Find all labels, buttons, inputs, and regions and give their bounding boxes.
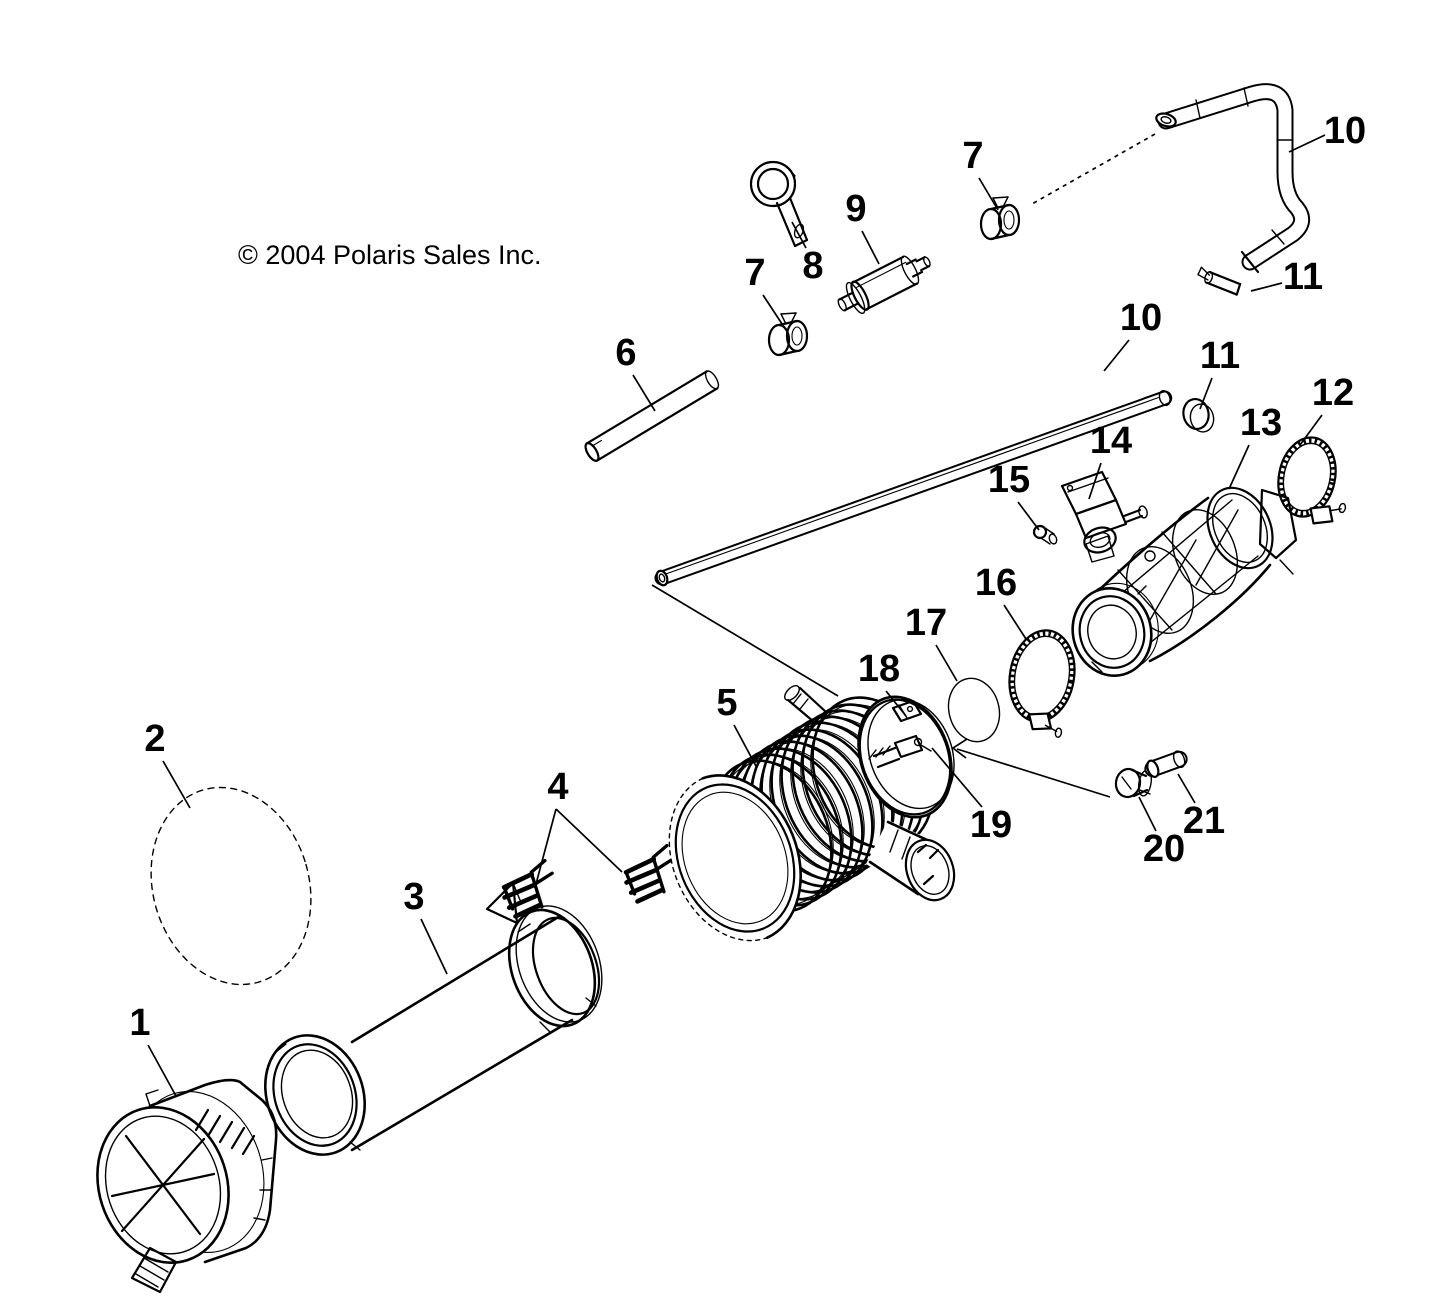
callout-7: 7 [744, 252, 765, 294]
part-15-screw [1032, 524, 1058, 545]
drawing-layer [96, 83, 1347, 1294]
part-13-intake-duct [1071, 486, 1298, 677]
leader-line-10 [1103, 339, 1130, 372]
part-10-formed-hose [1155, 83, 1311, 274]
leader-line-20 [1138, 796, 1157, 832]
part-5-airbox [668, 685, 956, 942]
leader-line-5 [733, 724, 758, 769]
leader-line-7 [978, 177, 999, 211]
leader-line-15 [1017, 501, 1040, 531]
part-11-elbow-piece [1197, 266, 1242, 296]
assembly-leader-tube-to-airbox [651, 584, 839, 697]
leader-line-18 [885, 690, 907, 717]
part-20-cap [1114, 767, 1153, 799]
callout-14: 14 [1090, 420, 1132, 462]
callout-21: 21 [1183, 800, 1225, 842]
callout-19: 19 [970, 804, 1012, 846]
part-3-intake-tube [264, 905, 603, 1156]
leader-line-19 [931, 747, 983, 808]
callout-4: 4 [547, 766, 568, 808]
callout-20: 20 [1143, 828, 1185, 870]
part-2-filter-element-outline [150, 786, 312, 986]
part-6-breather-tube [584, 370, 720, 462]
part-17-gasket-disc [947, 677, 1001, 743]
part-14-sensor [1060, 470, 1148, 563]
part-19-barb-fitting [868, 734, 932, 769]
cover-drain-spout [130, 1246, 178, 1294]
callout-2: 2 [144, 718, 165, 760]
callout-11: 11 [1283, 256, 1323, 298]
part-10-long-vent-tube [654, 390, 1173, 587]
leader-line-16 [1003, 604, 1027, 640]
callout-13: 13 [1240, 402, 1282, 444]
leader-line-12 [1299, 414, 1323, 446]
part-16-hose-clamp [1008, 629, 1076, 738]
callout-3: 3 [403, 876, 424, 918]
callout-1: 1 [129, 1002, 150, 1044]
callout-8: 8 [802, 245, 823, 287]
callout-17: 17 [905, 602, 947, 644]
callout-15: 15 [988, 459, 1030, 501]
leader-line-2 [162, 760, 191, 809]
leader-line-4 [535, 808, 557, 885]
assembly-leader-hose-to-clamp [1031, 133, 1156, 205]
leader-line-11 [1199, 377, 1213, 410]
leader-line-21 [1177, 773, 1196, 804]
leader-line-9 [861, 230, 880, 265]
callout-5: 5 [716, 682, 737, 724]
callout-16: 16 [975, 562, 1017, 604]
part-7-pinch-clamp-lower [767, 312, 809, 357]
leader-line-8 [791, 221, 807, 249]
callout-10: 10 [1120, 297, 1162, 339]
callout-12: 12 [1312, 372, 1354, 414]
leader-line-11 [1250, 282, 1283, 292]
leader-line-3 [420, 918, 448, 975]
cover-vent-slots [194, 1108, 256, 1156]
assembly-leader-fitting [956, 748, 1111, 798]
leader-line-6 [632, 374, 656, 412]
part-4-spring-clamp-right [623, 843, 676, 904]
leader-line-4 [555, 808, 623, 873]
part-1-filter-cover [96, 1078, 278, 1294]
callout-11: 11 [1200, 335, 1240, 377]
airbox-outlet-snout [866, 820, 956, 902]
airbox-front-face [668, 774, 802, 942]
airbox-inlet-nipple [784, 685, 828, 724]
part-7-pinch-clamp-upper [979, 196, 1021, 241]
callout-6: 6 [615, 332, 636, 374]
copyright-notice: © 2004 Polaris Sales Inc. [238, 240, 542, 270]
callout-9: 9 [845, 188, 866, 230]
leader-line-10 [1288, 134, 1326, 153]
part-9-breather-valve [837, 255, 931, 315]
cover-star-pattern [110, 1134, 216, 1236]
part-11-sleeve-ring [1182, 397, 1215, 433]
leader-line-7 [762, 294, 787, 331]
part-12-hose-clamp [1277, 436, 1347, 525]
leader-line-13 [1228, 444, 1250, 490]
leader-line-14 [1088, 462, 1102, 500]
leader-line-1 [147, 1044, 177, 1097]
callout-18: 18 [858, 648, 900, 690]
callout-10: 10 [1324, 110, 1366, 152]
leader-line-17 [935, 644, 958, 682]
part-21-sleeve [1144, 750, 1188, 779]
arrowhead-to-fitting [951, 738, 968, 759]
part-8-loop-clamp [749, 160, 809, 248]
callout-7: 7 [962, 135, 983, 177]
leader-layer [147, 133, 1326, 1097]
